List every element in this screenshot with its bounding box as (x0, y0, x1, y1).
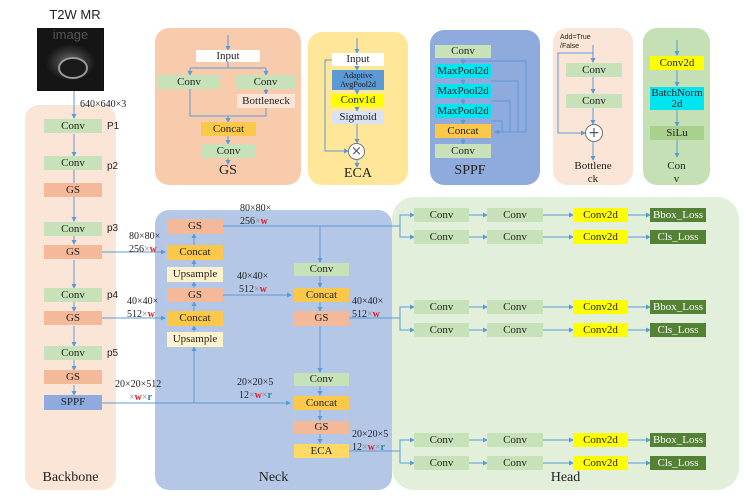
neck-left-gs-top[interactable]: GS (167, 219, 223, 234)
gs-module-conv-left[interactable]: Conv (158, 75, 220, 89)
head-row-6-loss[interactable]: Cls_Loss (650, 456, 706, 470)
head-row-3-conv-b[interactable]: Conv (487, 300, 543, 314)
head-row-3-loss[interactable]: Bbox_Loss (650, 300, 706, 314)
neck-right-concat-low[interactable]: Concat (294, 396, 349, 410)
neck-right-conv-low[interactable]: Conv (294, 373, 349, 386)
spine-shape (58, 57, 88, 79)
backbone-conv-5[interactable]: Conv (44, 346, 102, 360)
head-row-5-conv-a[interactable]: Conv (414, 433, 469, 447)
sppf-module-maxpool-2[interactable]: MaxPool2d (435, 84, 491, 98)
backbone-sppf[interactable]: SPPF (44, 395, 102, 410)
bottleneck-module-conv-1[interactable]: Conv (566, 63, 622, 77)
head-row-5-conv2d[interactable]: Conv2d (573, 433, 628, 447)
backbone-conv-1[interactable]: Conv (44, 119, 102, 133)
neck-right-concat-top[interactable]: Concat (294, 288, 349, 302)
gs-module-title: GS (219, 163, 237, 178)
backbone-gs-1[interactable]: GS (44, 183, 102, 197)
stage-label-p2: p2 (107, 161, 119, 172)
dim-head-mid: 40×40× 512×w (352, 296, 384, 320)
eca-module-conv1d[interactable]: Conv1d (332, 94, 384, 107)
head-row-4-conv-a[interactable]: Conv (414, 323, 469, 337)
mr-image: image (37, 28, 104, 91)
sppf-module-maxpool-1[interactable]: MaxPool2d (435, 64, 491, 78)
head-row-2-loss[interactable]: Cls_Loss (650, 230, 706, 244)
neck-left-concat-mid[interactable]: Concat (167, 311, 223, 326)
sppf-module-title: SPPF (454, 163, 486, 178)
input-shape: 640×640×3 (80, 99, 127, 110)
stage-label-p3: p3 (107, 223, 119, 234)
head-row-6-conv-a[interactable]: Conv (414, 456, 469, 470)
backbone-gs-4[interactable]: GS (44, 370, 102, 384)
eca-module-title: ECA (344, 166, 372, 181)
dim-neck-mid: 40×40× 512×w (237, 271, 269, 295)
gs-module-bottleneck[interactable]: Bottleneck (237, 94, 295, 108)
neck-right-gs-top[interactable]: GS (294, 311, 349, 326)
conv-module-title: Con v (667, 160, 686, 185)
gs-module-input[interactable]: Input (196, 50, 260, 62)
head-title: Head (550, 470, 581, 485)
conv-module-conv2d[interactable]: Conv2d (650, 56, 704, 70)
neck-right-eca[interactable]: ECA (294, 444, 349, 458)
input-title: T2W MR (49, 7, 101, 22)
backbone-gs-2[interactable]: GS (44, 245, 102, 259)
head-row-3-conv2d[interactable]: Conv2d (573, 300, 628, 314)
neck-left-upsample-top[interactable]: Upsample (167, 267, 223, 282)
head-row-2-conv2d[interactable]: Conv2d (573, 230, 628, 244)
dim-neck-top: 80×80× 256×w (240, 203, 272, 227)
backbone-conv-4[interactable]: Conv (44, 288, 102, 302)
neck-right-conv-top[interactable]: Conv (294, 263, 349, 276)
stage-label-p1: P1 (107, 121, 120, 132)
dim-sppf-out: 20×20×512 ×w×r (115, 379, 162, 403)
backbone-conv-3[interactable]: Conv (44, 222, 102, 236)
dim-head-low: 20×20×5 12×w×r (352, 429, 389, 453)
eca-module-avgpool[interactable]: Adaptive AvgPool2d (332, 70, 384, 90)
gs-module-conv-right[interactable]: Conv (236, 75, 295, 89)
head-row-1-conv-b[interactable]: Conv (487, 208, 543, 222)
sppf-module-concat[interactable]: Concat (435, 124, 491, 138)
head-row-1-loss[interactable]: Bbox_Loss (650, 208, 706, 222)
sppf-module-maxpool-3[interactable]: MaxPool2d (435, 104, 491, 118)
eca-multiply-icon: × (348, 143, 365, 160)
dim-p3-out: 80×80× 256×w (129, 231, 161, 255)
bottleneck-module-title: Bottlene ck (574, 160, 612, 185)
head-row-4-conv2d[interactable]: Conv2d (573, 323, 628, 337)
neck-title: Neck (258, 470, 289, 485)
neck-left-upsample-mid[interactable]: Upsample (167, 332, 223, 347)
neck-right-gs-low[interactable]: GS (294, 421, 349, 434)
head-row-2-conv-a[interactable]: Conv (414, 230, 469, 244)
gs-module-conv-out[interactable]: Conv (201, 144, 256, 158)
backbone-conv-2[interactable]: Conv (44, 156, 102, 170)
head-row-1-conv2d[interactable]: Conv2d (573, 208, 628, 222)
head-row-5-conv-b[interactable]: Conv (487, 433, 543, 447)
backbone-gs-3[interactable]: GS (44, 311, 102, 325)
bottleneck-module-conv-2[interactable]: Conv (566, 94, 622, 108)
head-row-2-conv-b[interactable]: Conv (487, 230, 543, 244)
bottleneck-add-icon: + (585, 124, 603, 142)
neck-left-gs-mid[interactable]: GS (167, 288, 223, 302)
head-row-6-conv-b[interactable]: Conv (487, 456, 543, 470)
sppf-module-conv-out[interactable]: Conv (435, 144, 491, 158)
backbone-title: Backbone (42, 470, 99, 485)
gs-module-concat[interactable]: Concat (201, 122, 256, 136)
head-row-4-conv-b[interactable]: Conv (487, 323, 543, 337)
head-row-5-loss[interactable]: Bbox_Loss (650, 433, 706, 447)
stage-label-p4: p4 (107, 290, 119, 301)
dim-neck-low: 20×20×5 12×w×r (237, 377, 274, 401)
neck-left-concat-top[interactable]: Concat (167, 245, 223, 260)
sppf-module-conv-in[interactable]: Conv (435, 45, 491, 58)
conv-module-batchnorm[interactable]: BatchNorm 2d (650, 86, 704, 110)
dim-p4-out: 40×40× 512×w (127, 296, 159, 320)
head-row-6-conv2d[interactable]: Conv2d (573, 456, 628, 470)
conv-module-silu[interactable]: SiLu (650, 126, 704, 140)
eca-module-sigmoid[interactable]: Sigmoid (332, 111, 384, 124)
head-row-1-conv-a[interactable]: Conv (414, 208, 469, 222)
bottleneck-add-label: Add=True /False (560, 34, 591, 50)
head-row-3-conv-a[interactable]: Conv (414, 300, 469, 314)
stage-label-p5: p5 (107, 348, 119, 359)
eca-module-input[interactable]: Input (332, 53, 384, 66)
head-row-4-loss[interactable]: Cls_Loss (650, 323, 706, 337)
